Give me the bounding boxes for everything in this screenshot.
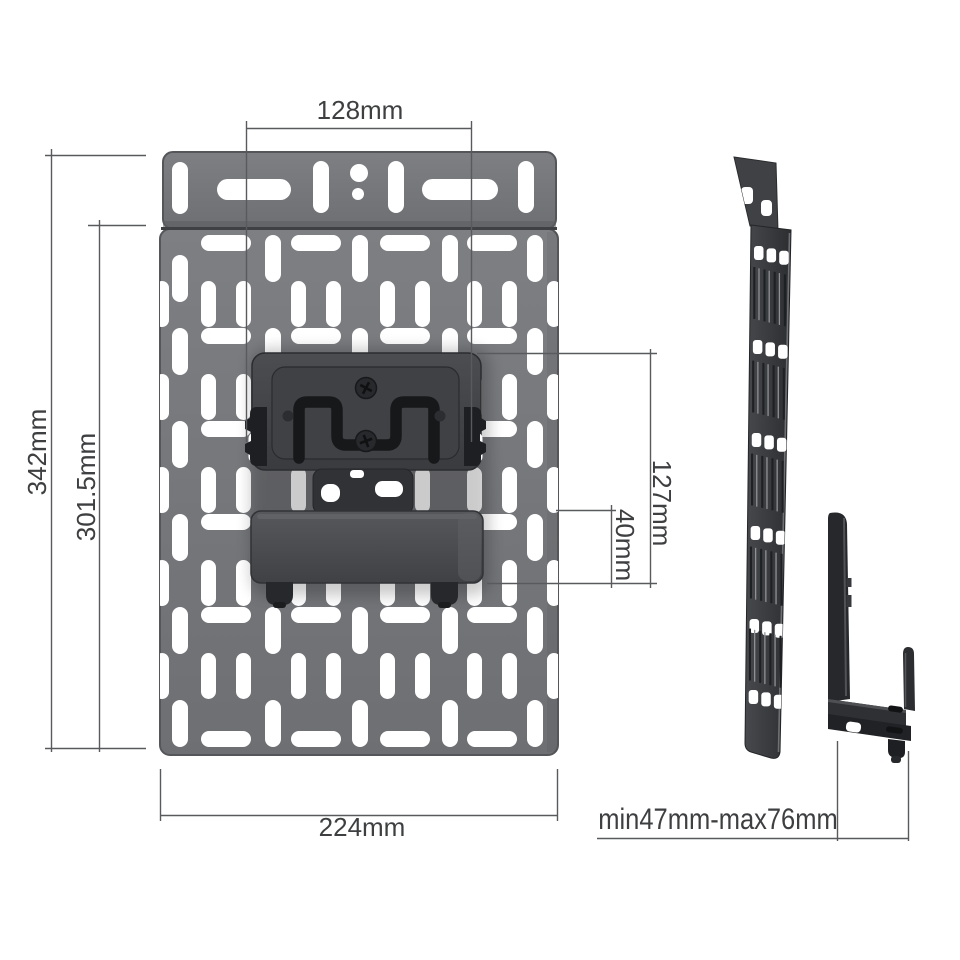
base-slot — [845, 721, 862, 733]
bracket-base-lower — [828, 714, 911, 741]
side-bracket — [828, 512, 915, 763]
base-screw-bottom — [886, 726, 903, 734]
dim-label-top-width: 128mm — [316, 95, 404, 125]
bracket-peg — [888, 739, 905, 759]
side-plate-strip — [733, 156, 792, 759]
dim-label-inner-height: 301.5mm — [71, 432, 101, 542]
bracket-base-upper — [828, 699, 906, 726]
pivot-dot-right — [434, 410, 446, 422]
front-view — [159, 151, 559, 756]
dim-342-301-lines — [45, 149, 146, 752]
screw-top — [354, 376, 378, 400]
dim-128-lines — [245, 121, 473, 442]
dim-label-bottom-width: 224mm — [318, 812, 406, 842]
hook-tab-left — [245, 407, 267, 466]
shelf-peg-right — [431, 582, 458, 608]
side-view — [733, 156, 915, 763]
screw-middle — [354, 429, 378, 453]
base-screw-top — [888, 705, 903, 713]
dim-label-overall-height: 342mm — [22, 408, 52, 496]
shelf-peg-left — [266, 582, 293, 608]
dim-127-40-lines — [477, 349, 657, 588]
dim-label-depth-range: min47mm-max76mm — [598, 803, 838, 836]
dim-label-shelf-height: 40mm — [610, 508, 640, 582]
dim-224-lines — [159, 769, 559, 821]
dim-depth-lines — [597, 741, 910, 841]
dim-label-bracket-height: 127mm — [647, 459, 677, 547]
shelf-ledge — [250, 510, 484, 584]
pivot-dot-left — [282, 410, 294, 422]
side-strip-holes — [741, 187, 789, 709]
dimension-lines — [45, 121, 910, 841]
plate-fold-shadow — [163, 221, 556, 227]
mounting-bracket — [245, 352, 486, 608]
lower-slot-panel — [312, 468, 414, 515]
